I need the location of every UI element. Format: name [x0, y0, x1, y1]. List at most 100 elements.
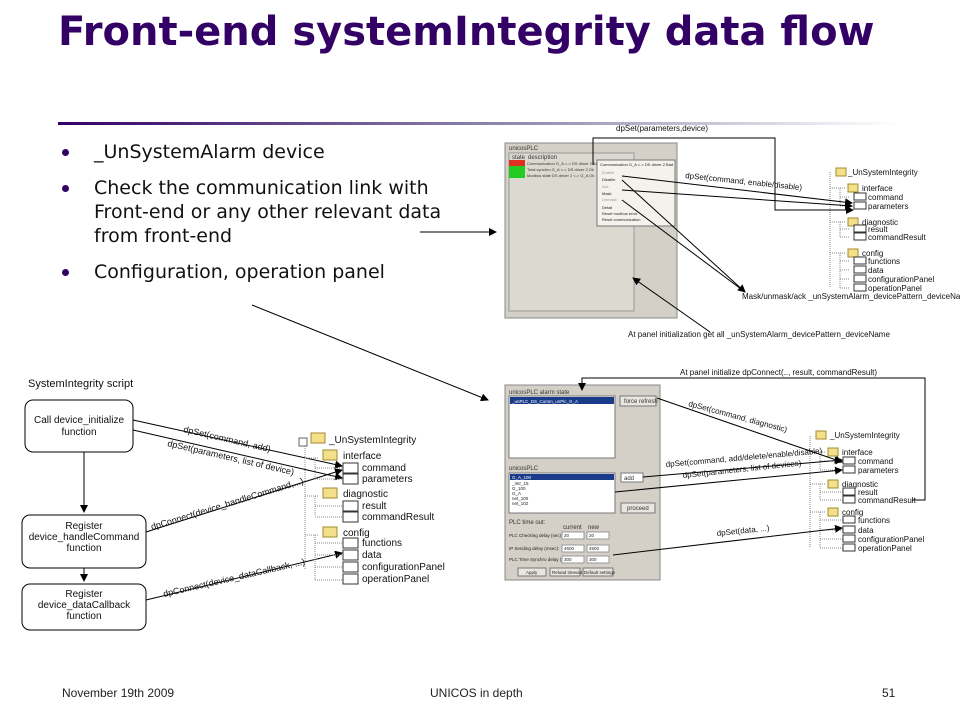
menu-item[interactable]: Reset modbus error: [602, 211, 638, 216]
timeout-new-field[interactable]: [586, 555, 610, 564]
tree-leaf: operationPanel: [362, 574, 429, 585]
reload-timeout-label: Reload timeout: [552, 570, 583, 575]
menu-item[interactable]: Communication G_A <-> DS driver 2 Bad: [600, 162, 673, 167]
command-select[interactable]: [620, 472, 644, 483]
tree-folder: diagnostic: [842, 480, 878, 489]
menu-item[interactable]: Reset communication: [602, 217, 640, 222]
timeout-current-field: [561, 531, 585, 540]
tree-leaf: result: [362, 501, 387, 512]
folder-icon: [322, 487, 338, 499]
tree-leaf: configurationPanel: [858, 535, 924, 544]
table-row: Modbus state DS driver 2 <-> G_A Ok: [527, 173, 594, 178]
bullet-text: Check the communication link with Front-…: [94, 177, 442, 247]
timeout-row-label: IP Sending delay (msec):: [509, 546, 559, 551]
proceed-label: proceed: [627, 506, 649, 512]
plc-list-item[interactable]: G_A_100: [512, 475, 532, 480]
arrow-diagnostic: [656, 397, 843, 464]
timeout-new-field[interactable]: [586, 531, 610, 540]
tree-leaf: functions: [858, 516, 890, 525]
force-refresh-button[interactable]: [619, 395, 657, 407]
menu-item[interactable]: Disable: [602, 177, 616, 182]
top-panel-screenshot: unicosPLC state description Communicatio…: [504, 142, 678, 319]
alarm-state-list[interactable]: [508, 395, 616, 459]
annotation-panel-init-dpconnect: At panel initialize dpConnect(.., result…: [680, 368, 877, 377]
timeout-current-field: [561, 555, 585, 564]
timeout-current-field: [561, 544, 585, 553]
diagram-label: SystemIntegrity script: [28, 378, 133, 390]
annotation-mask-unmask: Mask/unmask/ack _unSystemAlarm_devicePat…: [742, 292, 960, 301]
menu-item[interactable]: Ack: [602, 184, 609, 189]
footer-center: UNICOS in depth: [430, 686, 523, 700]
tree-folder: interface: [842, 448, 873, 457]
arrow-parameters-list: [614, 466, 843, 493]
arrow-dpset-parameters: [132, 429, 343, 481]
tree-root: _UnSystemIntegrity: [829, 431, 900, 440]
alarm-state-selected[interactable]: [510, 397, 614, 404]
arrow-panel-init: [632, 277, 711, 333]
struct-type-icon: [853, 224, 867, 233]
struct-type-icon: [853, 265, 867, 274]
tree-leaf: operationPanel: [868, 284, 922, 293]
timeout-row-label: PLC Checking delay (sec):: [509, 533, 562, 538]
folder-icon: [827, 479, 839, 489]
plc-list-label: unicosPLC: [509, 466, 539, 472]
plc-list-selected[interactable]: [510, 474, 614, 480]
annotation-dpset-parameters: dpSet(parameters,device): [616, 124, 708, 133]
plc-list-item[interactable]: G_A: [512, 491, 521, 496]
struct-type-icon: [342, 537, 359, 549]
bullet-text: Configuration, operation panel: [94, 261, 385, 283]
menu-item[interactable]: Mask: [602, 191, 612, 196]
struct-type-icon: [842, 515, 856, 524]
folder-icon: [827, 507, 839, 517]
menu-item[interactable]: Detail: [602, 205, 612, 210]
reload-timeout-button[interactable]: [549, 567, 581, 577]
plc-list-item[interactable]: _Intr_15: [511, 481, 529, 486]
menu-item[interactable]: Enable: [602, 170, 615, 175]
timeout-current-value: 20: [564, 533, 570, 538]
arrow-label: dpConnect(device_dataCallback, ...): [162, 557, 306, 599]
apply-button[interactable]: [517, 567, 547, 577]
plc-list-item[interactable]: G_100: [512, 486, 526, 491]
tree-leaf: configurationPanel: [362, 562, 445, 573]
bullet-item: Configuration, operation panel: [62, 260, 482, 284]
alarm-state-item[interactable]: _unPLC_DS_Comm_unPlc_G_A: [511, 399, 578, 404]
tree-leaf: commandResult: [858, 496, 917, 505]
plc-list-item[interactable]: net_102: [512, 501, 529, 506]
timeout-new-field[interactable]: [586, 544, 610, 553]
struct-type-icon: [842, 487, 856, 496]
proceed-button[interactable]: [620, 502, 656, 514]
arrow-add-delete: [642, 456, 843, 478]
tree-leaf: command: [362, 463, 406, 474]
slide-title: Front-end systemIntegrity data flow: [58, 9, 875, 55]
int-type-icon: [842, 456, 856, 465]
panel-window-title: unicosPLC: [509, 146, 539, 152]
bottom-panel-screenshot: unicosPLC alarm state _unPLC_DS_Comm_unP…: [504, 384, 661, 581]
folder-icon: [847, 248, 859, 258]
timeout-new-value[interactable]: 20: [589, 533, 595, 538]
left-diagram: SystemIntegrity script Call device_initi…: [21, 378, 445, 631]
collapse-icon[interactable]: [298, 437, 308, 447]
struct-type-icon: [342, 573, 359, 585]
arrow-bullet-to-bottom-panel: [251, 304, 489, 402]
timeout-col-header: current: [563, 525, 582, 531]
page-number: 51: [882, 686, 896, 700]
menu-item[interactable]: Unmask: [602, 197, 617, 202]
force-refresh-label: force refresh: [624, 399, 658, 405]
tree-leaf: command: [858, 457, 893, 466]
title-underline: [58, 122, 898, 125]
arrow-dpconnect-data: [145, 550, 343, 601]
struct-type-icon: [842, 525, 856, 534]
plc-list-item[interactable]: net_100: [512, 496, 529, 501]
tree-leaf: data: [858, 526, 874, 535]
default-settings-button[interactable]: [582, 567, 614, 577]
timeout-new-value[interactable]: 4500: [589, 546, 600, 551]
bullet-item: _UnSystemAlarm device: [62, 140, 482, 164]
folder-icon: [835, 167, 847, 177]
folder-icon: [310, 432, 326, 444]
struct-type-icon: [342, 549, 359, 561]
annotation-dpset-diagnostic: dpSet(command, diagnostic): [687, 399, 788, 434]
tree-leaf: parameters: [858, 466, 898, 475]
timeout-new-value[interactable]: 300: [589, 557, 597, 562]
